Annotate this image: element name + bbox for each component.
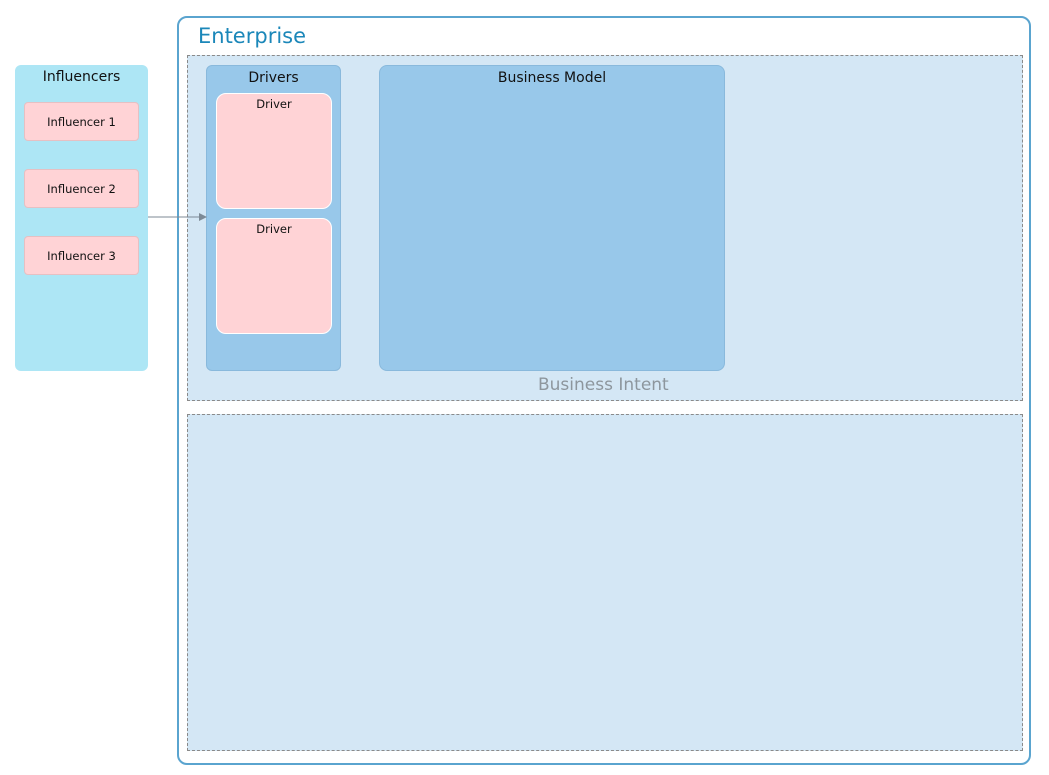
influencer-box[interactable]: Influencer 2 (24, 169, 139, 208)
influencer-box[interactable]: Influencer 3 (24, 236, 139, 275)
driver-label: Driver (256, 222, 292, 236)
influencers-container[interactable]: Influencers Influencer 1 Influencer 2 In… (15, 65, 148, 371)
lower-zone[interactable] (187, 414, 1023, 751)
driver-label: Driver (256, 97, 292, 111)
influencer-box[interactable]: Influencer 1 (24, 102, 139, 141)
driver-box[interactable]: Driver (216, 218, 332, 334)
influencers-title: Influencers (42, 69, 121, 85)
business-model-container[interactable]: Business Model (379, 65, 725, 371)
drivers-container[interactable]: Drivers Driver Driver (206, 65, 341, 371)
driver-box[interactable]: Driver (216, 93, 332, 209)
enterprise-title: Enterprise (198, 24, 307, 48)
business-model-title: Business Model (497, 70, 607, 86)
drivers-title: Drivers (248, 70, 299, 86)
business-intent-label: Business Intent (538, 375, 669, 395)
